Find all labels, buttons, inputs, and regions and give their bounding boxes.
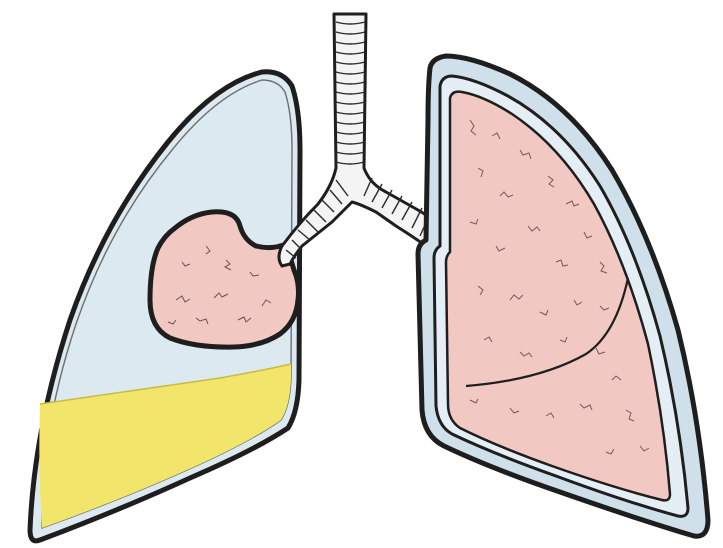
left-hemithorax	[30, 72, 300, 541]
right-hemithorax	[418, 56, 708, 536]
trachea-and-bronchi	[279, 14, 436, 266]
